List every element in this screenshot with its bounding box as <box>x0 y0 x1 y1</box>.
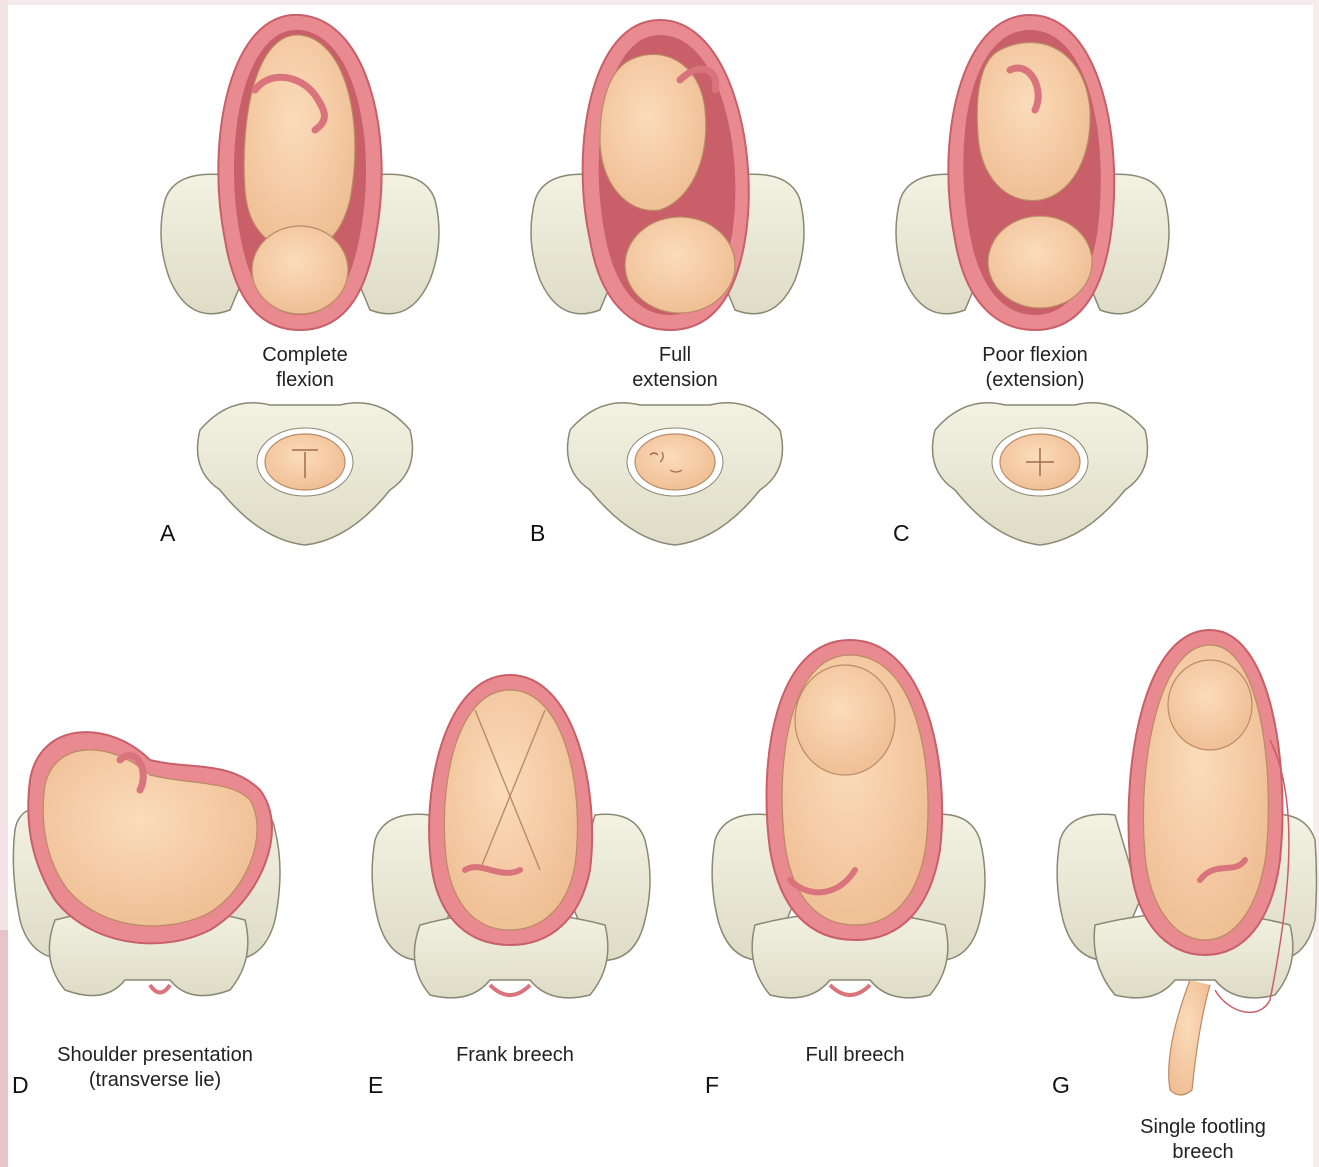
panel-letter-f: F <box>705 1072 719 1098</box>
panel-d-transverse-lie <box>13 732 280 996</box>
panel-b-pelvic-inlet <box>568 403 783 545</box>
panel-a-side-view <box>161 15 439 330</box>
caption-d: Shoulder presentation (transverse lie) <box>35 1043 275 1093</box>
panel-e-frank-breech <box>372 675 650 998</box>
panel-g-single-footling-breech <box>1057 630 1316 1095</box>
caption-a: Complete flexion <box>225 343 385 393</box>
panel-letter-b: B <box>530 520 545 546</box>
caption-g: Single footling breech <box>1118 1115 1288 1165</box>
panel-b-side-view <box>531 20 804 330</box>
panel-letter-g: G <box>1052 1072 1070 1098</box>
caption-f: Full breech <box>770 1043 940 1068</box>
caption-e: Frank breech <box>430 1043 600 1068</box>
caption-b: Full extension <box>595 343 755 393</box>
panel-letter-a: A <box>160 520 175 546</box>
panel-letter-c: C <box>893 520 910 546</box>
panel-f-full-breech <box>712 640 985 998</box>
panel-c-pelvic-inlet <box>933 403 1148 545</box>
caption-c: Poor flexion (extension) <box>950 343 1120 393</box>
panel-letter-e: E <box>368 1072 383 1098</box>
panel-a-pelvic-inlet <box>198 403 413 545</box>
panel-c-side-view <box>896 15 1169 330</box>
panel-letter-d: D <box>12 1072 29 1098</box>
